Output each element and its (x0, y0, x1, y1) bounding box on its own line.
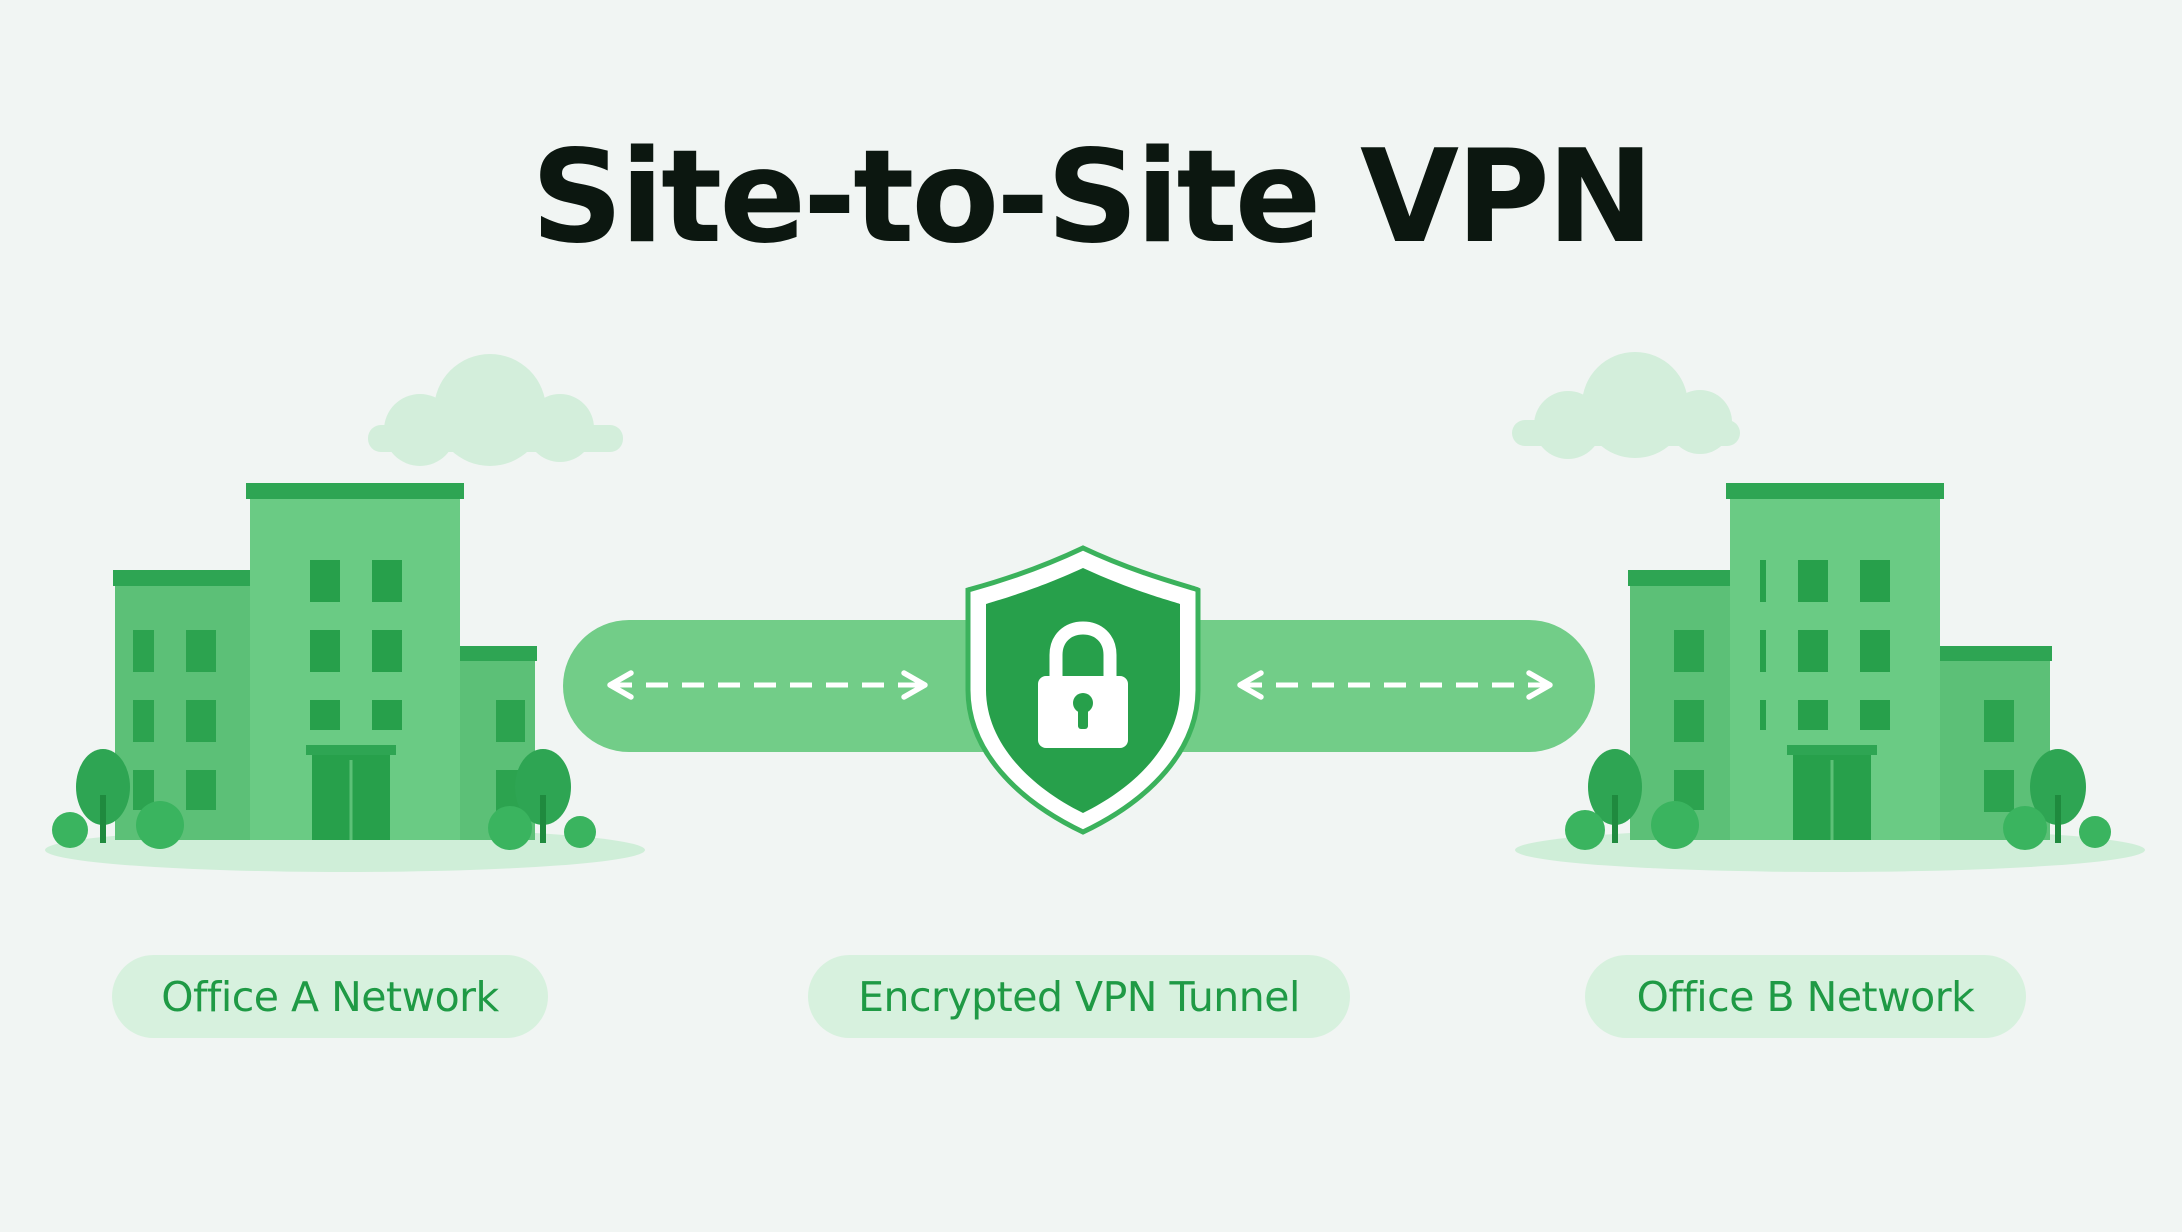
tree-icon-b2 (2030, 749, 2086, 843)
tree-icon-a1 (76, 749, 130, 843)
tree-icon-a2 (515, 749, 571, 843)
office-a-label: Office A Network (112, 955, 548, 1038)
tunnel-label: Encrypted VPN Tunnel (808, 955, 1350, 1038)
tree-icon-b1 (1588, 749, 1642, 843)
cloud-icon-right (1512, 352, 1740, 459)
bush-b (1565, 801, 2111, 850)
cloud-icon-left (368, 354, 623, 466)
page-title: Site-to-Site VPN (530, 123, 1654, 272)
bush-a (52, 801, 596, 850)
office-b-label: Office B Network (1585, 955, 2026, 1038)
office-building-icon-a (113, 483, 537, 840)
office-building-icon-b (1628, 483, 2052, 840)
padlock-icon (1038, 621, 1128, 748)
